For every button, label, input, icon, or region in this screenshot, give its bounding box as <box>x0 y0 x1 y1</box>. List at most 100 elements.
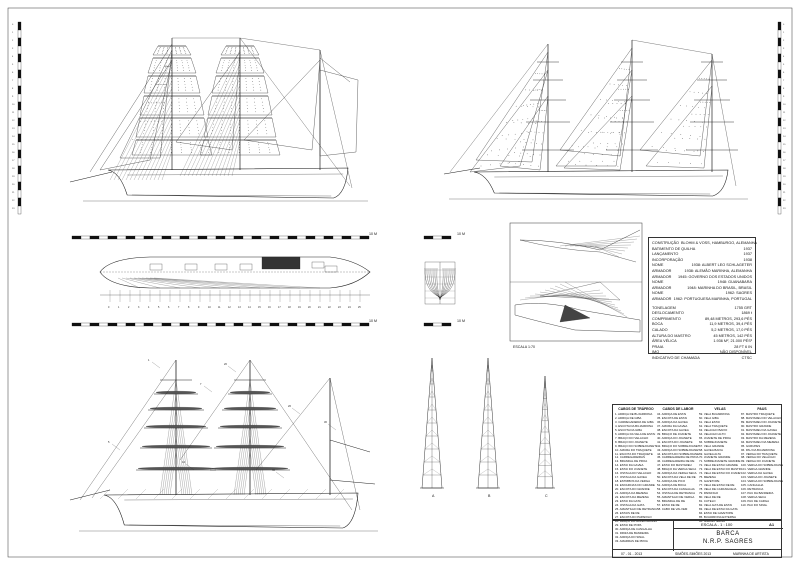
sail-dot <box>620 88 622 90</box>
legend-item: 73. VELA DE ESTAI DO MASTRO <box>699 468 741 472</box>
sail-dot <box>170 126 172 128</box>
sail-dot <box>162 111 164 113</box>
sail-dot <box>622 84 623 86</box>
sail-dot <box>238 123 240 125</box>
staysail <box>563 95 633 171</box>
square-sail <box>199 139 281 156</box>
rail-line <box>171 488 183 500</box>
scale-segment <box>71 235 82 240</box>
scale-segment <box>341 235 352 240</box>
sail-dot <box>177 78 179 79</box>
sail-dot <box>151 144 153 146</box>
sail-dot <box>239 111 240 113</box>
scale-segment <box>17 189 22 199</box>
scale-segment <box>170 322 181 327</box>
scale-tick-label: 8 <box>783 88 785 90</box>
sail-dot <box>150 120 152 122</box>
square-sail-stippling <box>143 120 200 135</box>
sail-dot <box>177 70 178 71</box>
scale-tick-label: 23 <box>12 208 15 210</box>
sail-dot <box>231 47 233 48</box>
sail-dot <box>141 144 143 146</box>
sail-dot <box>239 83 240 85</box>
sail-dot <box>155 101 157 103</box>
scale-segment <box>278 235 289 240</box>
legend-item: 43. ADRIÇA DO SOBREJOANETE <box>657 448 699 452</box>
shroud <box>175 379 193 496</box>
mast-elevation-c-shroud <box>544 448 551 455</box>
mast-elevation-a-shroud <box>431 429 439 437</box>
sail-dot <box>175 48 177 50</box>
sail-dot <box>537 89 538 91</box>
sail-dot <box>239 108 240 109</box>
sail-dot <box>145 139 147 140</box>
rail-line <box>207 488 219 500</box>
scale-segment <box>305 322 316 327</box>
bow-figurehead-shaded <box>559 304 591 323</box>
legend-item: 13. BRANDAL DE PROA <box>615 460 648 464</box>
sail-dot <box>529 156 531 157</box>
sail-dot <box>694 126 696 127</box>
sail-dot <box>187 120 189 122</box>
sail-dot <box>190 144 191 146</box>
sail-dot <box>148 98 150 100</box>
legend-item: 83. VELA DE ESTAI DA GATA <box>699 507 738 511</box>
sail-dot <box>663 147 664 148</box>
callout-leader <box>151 361 161 369</box>
scale-segment <box>777 165 782 175</box>
scale-segment <box>323 235 334 240</box>
spec-label: BOCA <box>652 322 663 327</box>
sail-dot <box>225 51 227 53</box>
sail-dot <box>535 89 537 91</box>
title-sheet-size: A1 <box>769 522 775 527</box>
sail-dot <box>702 92 703 94</box>
sail-dot <box>690 135 691 136</box>
sail-dot <box>171 108 172 109</box>
sail-dot <box>261 101 263 103</box>
shroud <box>235 393 251 496</box>
deck-hatch <box>311 261 325 269</box>
sail-dot <box>162 126 163 128</box>
sail-dot <box>146 111 148 113</box>
sail-dot <box>225 53 226 54</box>
sail-dot <box>209 146 210 148</box>
sail-dot <box>539 154 541 156</box>
callout-leader <box>111 443 121 451</box>
sail-dot <box>595 132 597 133</box>
sail-dot <box>190 78 192 79</box>
sail-dot <box>183 78 185 79</box>
scale-segment <box>441 235 452 240</box>
sail-dot <box>157 51 159 53</box>
mast-elevation-b-shroud <box>479 455 489 463</box>
sail-dot <box>246 89 247 91</box>
sail-dot <box>223 104 225 106</box>
sail-dot <box>260 89 262 91</box>
sail-dot <box>182 67 184 69</box>
sail-dot <box>620 103 622 104</box>
sail-dot <box>248 53 250 54</box>
mast-elevation-a-shroud <box>431 390 436 398</box>
sail-dot <box>627 88 629 90</box>
scale-segment <box>423 235 434 240</box>
legend-item: 24. OSTAGA DA GATA <box>615 503 645 507</box>
spec-value: 1938: ALEMÃO MARINHA, ALEMANHA <box>684 268 752 273</box>
square-sail-stippling <box>140 141 203 153</box>
sail-dot <box>255 111 257 113</box>
shroud <box>249 379 267 496</box>
sail-dot <box>267 144 269 146</box>
rigging-profile-hull-waterline <box>129 524 341 527</box>
sail-dot <box>234 51 236 53</box>
scale-segment <box>143 235 154 240</box>
shroud <box>249 407 263 496</box>
scale-tick-label: 19 <box>12 176 15 178</box>
sail-dot <box>259 83 261 85</box>
callout-leader <box>275 471 285 479</box>
sail-dot <box>166 65 168 67</box>
spec-value: 1.936 M², 21.000 PÉS² <box>713 339 752 344</box>
sail-dot <box>522 164 524 165</box>
sail-dot <box>171 47 173 48</box>
shroud <box>175 407 189 496</box>
sail-dot <box>607 143 609 144</box>
sail-dot <box>512 120 514 121</box>
sail-dot <box>179 50 181 51</box>
